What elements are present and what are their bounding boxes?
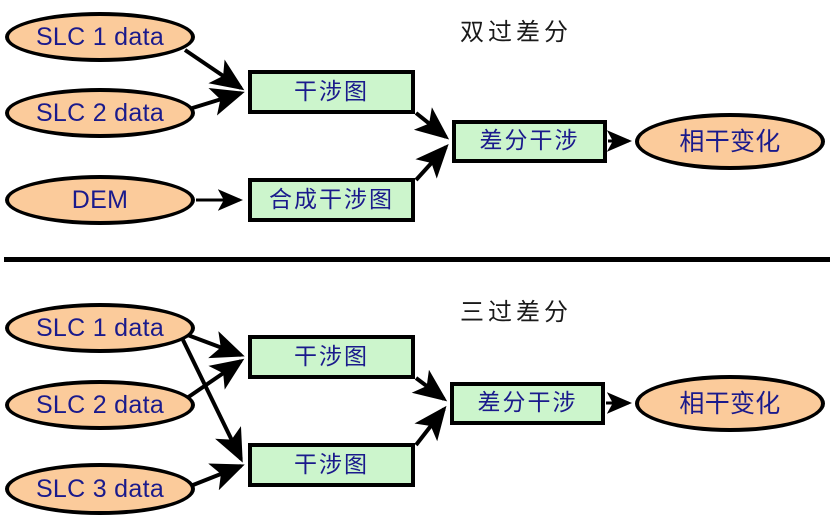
edge-slc1-to-interferogram-top bbox=[183, 48, 245, 91]
node-interferogram-upper[interactable]: 干涉图 bbox=[248, 335, 415, 379]
node-slc2-data-top[interactable]: SLC 2 data bbox=[5, 88, 195, 138]
section-title-two-pass: 双过差分 bbox=[460, 18, 572, 46]
node-differential-interferometry-bottom[interactable]: 差分干涉 bbox=[450, 382, 605, 425]
node-slc1-data-bottom[interactable]: SLC 1 data bbox=[5, 303, 195, 353]
node-dem[interactable]: DEM bbox=[5, 175, 195, 225]
node-interferogram-lower[interactable]: 干涉图 bbox=[248, 443, 415, 487]
edge-interferogram-to-diffinterf-top bbox=[413, 107, 450, 140]
edge-interferogram-lower-to-diffinterf bbox=[414, 405, 447, 447]
edge-slc1-to-interferogram-upper bbox=[184, 331, 245, 359]
node-slc1-data-top[interactable]: SLC 1 data bbox=[5, 12, 195, 62]
edge-synth-to-diffinterf-top bbox=[414, 144, 449, 182]
node-synthetic-interferogram[interactable]: 合成干涉图 bbox=[248, 178, 415, 222]
section-title-three-pass: 三过差分 bbox=[460, 298, 572, 326]
edge-slc1-to-interferogram-lower bbox=[181, 339, 243, 463]
node-coherence-change-bottom[interactable]: 相干变化 bbox=[635, 375, 825, 432]
edge-slc2-to-interferogram-upper bbox=[185, 358, 245, 400]
node-differential-interferometry-top[interactable]: 差分干涉 bbox=[452, 120, 607, 163]
node-slc3-data-bottom[interactable]: SLC 3 data bbox=[5, 463, 195, 515]
node-interferogram-top[interactable]: 干涉图 bbox=[248, 70, 415, 114]
edge-interferogram-upper-to-diffinterf bbox=[411, 369, 448, 402]
edge-slc2-to-interferogram-top bbox=[185, 87, 245, 116]
section-divider bbox=[4, 257, 830, 262]
node-slc2-data-bottom[interactable]: SLC 2 data bbox=[5, 380, 195, 430]
edge-slc3-to-interferogram-lower bbox=[187, 463, 245, 491]
node-coherence-change-top[interactable]: 相干变化 bbox=[635, 113, 825, 170]
